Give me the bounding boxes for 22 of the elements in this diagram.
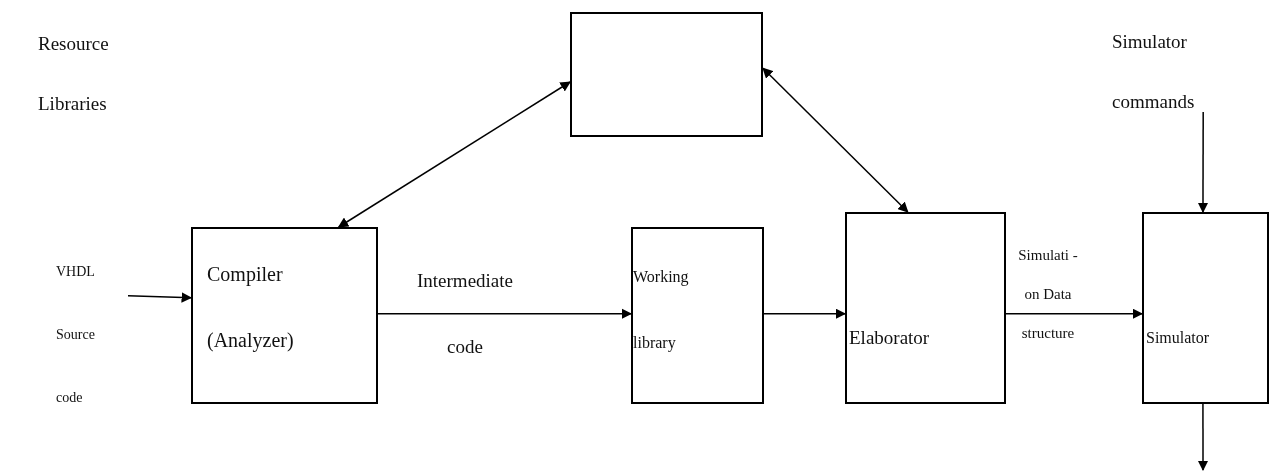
arrow: [1197, 403, 1209, 472]
arrow: [1005, 308, 1144, 319]
arrow: [763, 308, 847, 319]
input-label: VHDL Source code: [56, 263, 96, 407]
arrow: [1197, 111, 1209, 214]
empty-box: [570, 12, 763, 137]
edge-label: Intermediate code: [416, 269, 514, 359]
arrow: [337, 81, 571, 228]
box-label: Simulator: [1146, 328, 1211, 348]
note-text: Resource Libraries: [38, 32, 110, 116]
process-box: [631, 227, 764, 404]
box-label: Elaborator: [849, 326, 931, 350]
edge-label: Simulati -on Data structure: [1017, 246, 1079, 343]
input-label: Simulator commands: [1112, 30, 1196, 114]
arrow: [762, 67, 909, 213]
arrow: [377, 308, 633, 319]
box-label: Compiler (Analyzer): [207, 262, 295, 354]
process-box: [191, 227, 378, 404]
process-box: [1142, 212, 1269, 404]
box-label: Working library: [633, 267, 690, 354]
arrow: [127, 292, 193, 303]
process-box: [845, 212, 1006, 404]
